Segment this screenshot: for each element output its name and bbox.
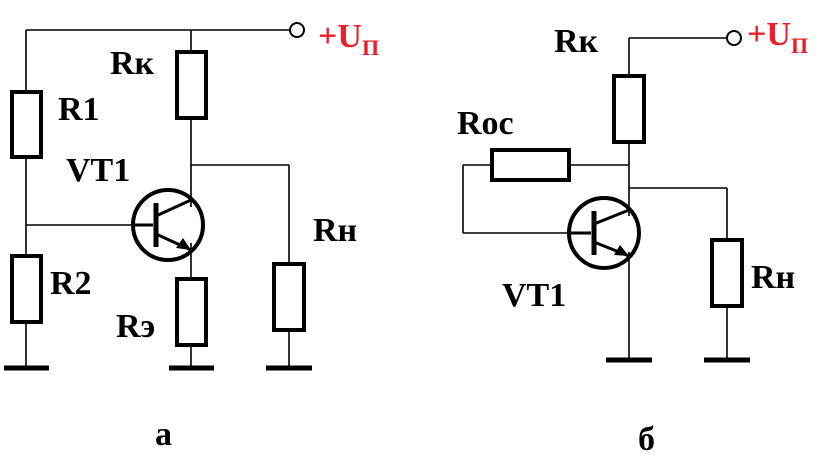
label-re: Rэ <box>116 308 155 345</box>
resistor-roc <box>490 148 571 182</box>
resistor-r1 <box>10 90 43 159</box>
circuit-b: +UП Rк Roc Rн VT1 б <box>457 16 808 458</box>
label-rn-a: Rн <box>313 212 357 249</box>
resistor-rn-a <box>272 262 306 332</box>
resistor-r2 <box>10 254 43 324</box>
resistor-rk-a <box>175 50 208 120</box>
caption-a: а <box>155 416 172 453</box>
circuit-a-wires <box>25 29 290 368</box>
resistor-rn-b <box>710 238 744 308</box>
resistor-re <box>175 277 208 347</box>
label-r2: R2 <box>50 265 92 302</box>
label-rn-b: Rн <box>751 259 795 296</box>
label-roc: Roc <box>457 105 514 142</box>
transistor-vt1-b <box>567 196 641 270</box>
label-vt1-a: VT1 <box>66 152 130 189</box>
label-r1: R1 <box>58 91 100 128</box>
label-rk-b: Rк <box>554 23 599 60</box>
transistor-vt1-a <box>131 188 205 262</box>
circuit-b-supply-label: +UП <box>747 16 808 58</box>
circuit-a-supply-label: +UП <box>318 18 379 60</box>
label-vt1-b: VT1 <box>502 277 566 314</box>
circuit-b-wires <box>462 37 728 360</box>
circuit-a-supply-terminal <box>289 22 305 38</box>
circuit-a: +UП R1 R2 Rк Rэ Rн VT1 а <box>4 18 379 453</box>
circuit-b-supply-terminal <box>726 30 742 46</box>
label-rk-a: Rк <box>110 45 155 82</box>
caption-b: б <box>638 421 655 458</box>
resistor-rk-b <box>612 74 646 144</box>
